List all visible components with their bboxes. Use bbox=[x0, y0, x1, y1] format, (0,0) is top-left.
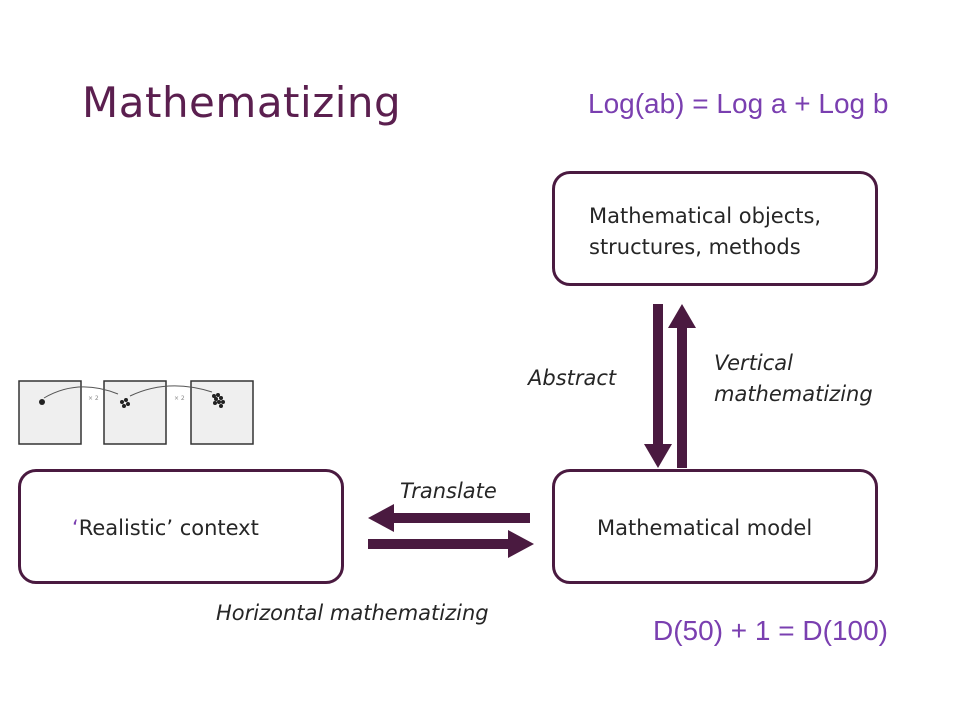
horizontal-mathematizing-label: Horizontal mathematizing bbox=[216, 601, 489, 625]
picture-panel-2 bbox=[103, 380, 167, 445]
picture-panel-3 bbox=[190, 380, 254, 445]
step2-caption: × 2 bbox=[174, 395, 185, 402]
open-quote-mark: ‘ bbox=[72, 516, 79, 540]
abstract-label: Abstract bbox=[528, 366, 617, 390]
doubling-formula: D(50) + 1 = D(100) bbox=[653, 615, 888, 646]
growth-curve-1 bbox=[43, 386, 119, 399]
math-model-box: Mathematical model bbox=[552, 469, 878, 584]
doubling-pictures: × 2 × 2 bbox=[18, 380, 254, 445]
horizontal-right-arrow bbox=[368, 530, 534, 558]
math-objects-line-1: Mathematical objects, bbox=[589, 204, 822, 228]
translate-left-arrow bbox=[368, 504, 530, 532]
realistic-context-label: ‘Realistic’ context bbox=[72, 513, 259, 544]
translate-label: Translate bbox=[400, 479, 497, 503]
growth-curve-2 bbox=[129, 385, 213, 397]
math-objects-box: Mathematical objects, structures, method… bbox=[552, 171, 878, 286]
vertical-mathematizing-label: Vertical mathematizing bbox=[714, 348, 873, 410]
math-objects-text: Mathematical objects, structures, method… bbox=[589, 201, 821, 263]
math-objects-line-2: structures, methods bbox=[589, 235, 801, 259]
step1-caption: × 2 bbox=[88, 395, 99, 402]
picture-panel-1 bbox=[18, 380, 82, 445]
realistic-context-text: Realistic’ context bbox=[78, 516, 259, 540]
vertical-up-arrow bbox=[668, 304, 696, 468]
vertical-label-line-2: mathematizing bbox=[714, 382, 873, 406]
realistic-context-box: ‘Realistic’ context bbox=[18, 469, 344, 584]
page-title: Mathematizing bbox=[82, 78, 402, 127]
vertical-label-line-1: Vertical bbox=[714, 351, 794, 375]
log-formula: Log(ab) = Log a + Log b bbox=[588, 88, 889, 119]
math-model-label: Mathematical model bbox=[597, 516, 813, 540]
abstract-down-arrow bbox=[644, 304, 672, 468]
